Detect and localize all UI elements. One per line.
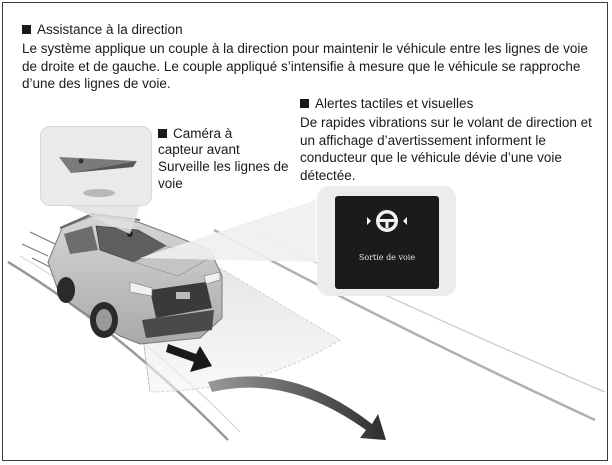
square-bullet-icon (22, 25, 31, 34)
camera-callout (60, 200, 142, 234)
square-bullet-icon (158, 129, 167, 138)
camera-heading: Caméra à capteur avant (158, 126, 278, 157)
camera-description: Surveille les lignes de voie (158, 159, 289, 191)
camera-inset (40, 126, 152, 206)
square-bullet-icon (300, 99, 309, 108)
camera-title: Caméra à capteur avant (158, 126, 240, 157)
alerts-heading: Alertes tactiles et visuelles (300, 96, 473, 112)
page-frame (2, 2, 608, 461)
steering-wheel-icon (367, 210, 407, 232)
steering-assist-title: Assistance à la direction (37, 22, 183, 37)
lane-line-left (7, 260, 229, 441)
steering-correction-arrow (208, 376, 386, 440)
steering-assist-heading: Assistance à la direction (22, 22, 183, 38)
lane-departure-label: Sortie de voie (358, 253, 416, 262)
alerts-description: De rapides vibrations sur le volant de d… (300, 115, 592, 183)
instrument-display (335, 196, 439, 289)
vehicle (47, 212, 223, 345)
camera-view-icon (59, 157, 137, 197)
departure-arrow (166, 344, 212, 372)
steering-assist-description: Le système applique un couple à la direc… (22, 41, 588, 91)
display-callout (140, 200, 316, 262)
alerts-title: Alertes tactiles et visuelles (315, 96, 474, 111)
